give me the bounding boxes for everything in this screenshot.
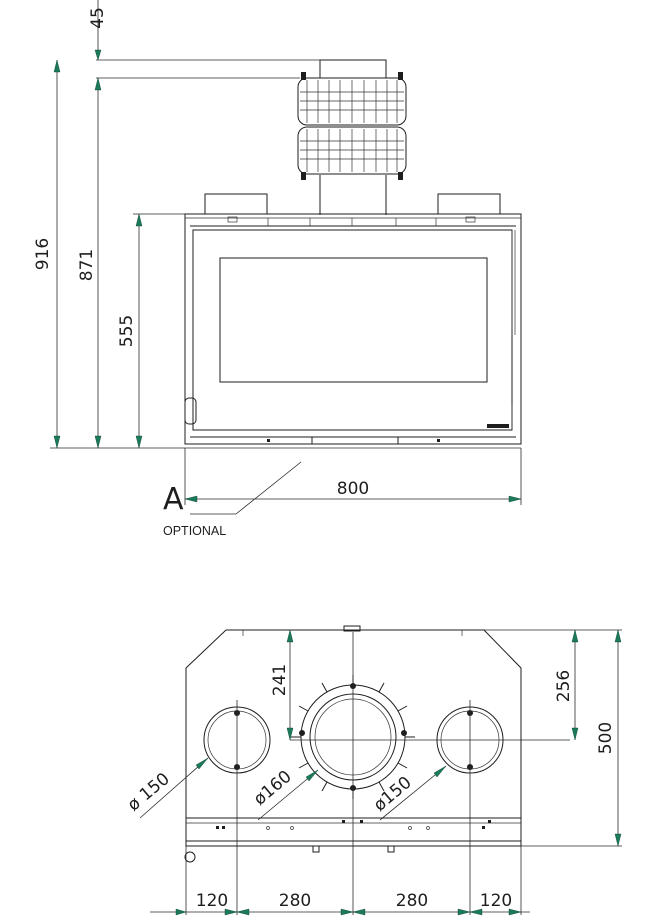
dim-seg-1-label: 120 — [196, 891, 228, 911]
dimension-916: 916 — [33, 59, 61, 449]
top-outlet-stubs — [204, 193, 501, 215]
dim-800-label: 800 — [337, 479, 369, 499]
dim-871-label: 871 — [77, 249, 97, 281]
dia-left-label: ø 150 — [124, 769, 174, 815]
dim-seg-4-label: 120 — [480, 891, 512, 911]
chimney-cowl — [297, 72, 407, 180]
centerlines — [185, 629, 622, 915]
diameter-left: ø 150 — [124, 757, 209, 819]
diameter-right: ø150 — [370, 765, 447, 821]
dim-555-label: 555 — [117, 315, 137, 347]
dimension-45: 45 — [88, 0, 108, 61]
front-view: 45 916 871 555 800 — [33, 0, 522, 538]
dim-256-label: 256 — [554, 670, 574, 702]
stove-body — [184, 213, 522, 449]
dimension-256: 256 — [554, 629, 579, 741]
dim-45-label: 45 — [88, 7, 108, 29]
dimension-555: 555 — [117, 213, 143, 449]
extension-lines — [50, 59, 522, 505]
dim-seg-3-label: 280 — [396, 891, 428, 911]
dim-241-label: 241 — [270, 664, 290, 696]
dimension-871: 871 — [77, 77, 102, 449]
optional-callout: A OPTIONAL — [163, 461, 302, 538]
optional-note: OPTIONAL — [163, 524, 226, 538]
top-view: 241 256 500 ø 150 ø160 — [124, 625, 622, 916]
view-label-a: A — [163, 482, 184, 517]
bottom-dimension-chain: 120 280 280 120 — [150, 891, 530, 916]
dim-seg-2-label: 280 — [279, 891, 311, 911]
dim-916-label: 916 — [33, 238, 53, 270]
dia-center-label: ø160 — [250, 767, 296, 810]
diameter-center: ø160 — [250, 767, 319, 821]
dimension-241: 241 — [270, 629, 294, 741]
dimension-800: 800 — [184, 479, 522, 503]
dimension-500: 500 — [596, 629, 622, 847]
dim-500-label: 500 — [596, 722, 616, 754]
